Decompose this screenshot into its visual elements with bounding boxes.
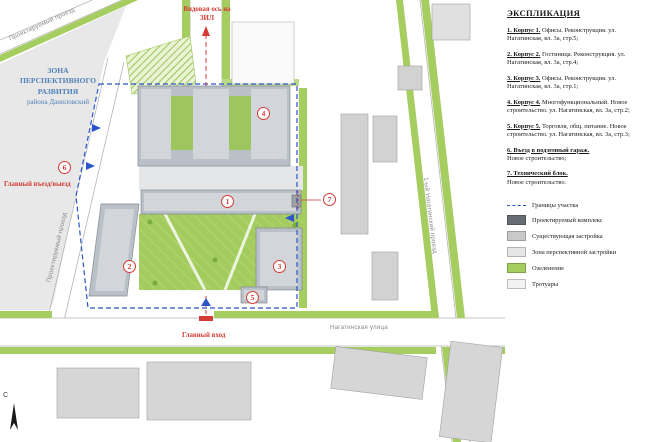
legend-symbol-zone-label: Зона перспективной застройки <box>532 248 617 256</box>
legend-item-3-title: 3. Корпус 3. <box>507 74 541 82</box>
legend-symbol-greenery-label: Озеленение <box>532 264 564 272</box>
legend-panel: ЭКСПЛИКАЦИЯ 1. Корпус 1. Офисы. Реконстр… <box>507 8 647 295</box>
legend-item-3: 3. Корпус 3. Офисы. Реконструкция. ул. Н… <box>507 75 647 92</box>
legend-symbol-sidewalks-label: Тротуары <box>532 280 559 288</box>
legend-symbol-existing-label: Существующая застройка <box>532 232 603 240</box>
legend-title: ЭКСПЛИКАЦИЯ <box>507 8 581 18</box>
legend-item-5: 5. Корпус 5. Торговля, общ. питание. Нов… <box>507 123 647 140</box>
street-band <box>0 317 505 347</box>
legend-item-6-desc: Новое строительство; <box>507 154 567 162</box>
north-arrow-icon <box>10 403 18 430</box>
legend-item-2: 2. Корпус 2. Гостиница. Реконструкция. у… <box>507 51 647 68</box>
legend-item-1-title: 1. Корпус 1. <box>507 27 541 34</box>
marker-korpus-2: 2 <box>123 260 136 273</box>
site-boundary <box>75 83 298 309</box>
legend-item-1: 1. Корпус 1. Офисы. Реконструкция. ул. Н… <box>507 27 647 44</box>
legend-item-5-title: 5. Корпус 5. <box>507 122 541 130</box>
north-letter: С <box>3 392 9 399</box>
legend-item-6: 6. Въезд в подземный гараж. Новое строит… <box>507 147 647 164</box>
legend-item-4-desc: Многофункциональный. Новое строительство… <box>507 98 630 115</box>
legend-symbol-complex: Проектируемый комплекс <box>507 215 647 226</box>
legend-item-2-desc: Гостиница. Реконструкция. ул. Нагатинска… <box>507 50 626 67</box>
legend-item-7: 7. Технический блок. Новое строительство… <box>507 170 647 187</box>
marker-korpus-3: 3 <box>273 260 286 273</box>
sidewalks-swatch <box>507 279 526 290</box>
legend-item-4-title: 4. Корпус 4. <box>507 98 541 106</box>
marker-korpus-1: 1 <box>221 195 234 208</box>
legend-symbol-existing: Существующая застройка <box>507 231 647 242</box>
existing-swatch <box>507 231 526 242</box>
legend-symbol-boundary: Границы участка <box>507 202 647 209</box>
marker-garage-entry: 6 <box>58 161 71 174</box>
marker-korpus-5: 5 <box>246 291 259 304</box>
legend-item-4: 4. Корпус 4. Многофункциональный. Новое … <box>507 99 647 116</box>
marker-tech-block: 7 <box>323 193 336 206</box>
legend-symbol-boundary-label: Границы участка <box>532 202 579 210</box>
legend-symbol-zone: Зона перспективной застройки <box>507 247 647 258</box>
marker-korpus-4: 4 <box>257 107 270 120</box>
greenery-swatch <box>507 263 526 274</box>
legend-symbols: Границы участка Проектируемый комплекс С… <box>507 202 647 290</box>
existing-buildings <box>56 3 503 442</box>
view-axis-line <box>202 26 210 86</box>
legend-item-1-desc: Офисы. Реконструкция. ул. Нагатинская, в… <box>507 27 616 43</box>
marker7-leader <box>297 191 321 210</box>
legend-item-3-desc: Офисы. Реконструкция. ул. Нагатинская, в… <box>507 74 616 91</box>
legend-item-6-title: 6. Въезд в подземный гараж. <box>507 146 590 154</box>
legend-symbol-sidewalks: Тротуары <box>507 279 647 290</box>
legend-item-5-desc: Торговля, общ. питание. Новое строительс… <box>507 122 630 139</box>
legend-symbol-complex-label: Проектируемый комплекс <box>532 216 603 224</box>
boundary-line-swatch <box>507 205 526 207</box>
entrance-arrows <box>86 124 294 306</box>
legend-symbol-greenery: Озеленение <box>507 263 647 274</box>
zone-swatch <box>507 247 526 258</box>
legend-item-2-title: 2. Корпус 2. <box>507 50 541 58</box>
complex-swatch <box>507 215 526 226</box>
perspective-zone-area <box>0 6 126 310</box>
projected-complex <box>88 85 303 304</box>
legend-item-7-title: 7. Технический блок. <box>507 170 568 178</box>
legend-item-7-desc: Новое строительство. <box>507 178 567 186</box>
